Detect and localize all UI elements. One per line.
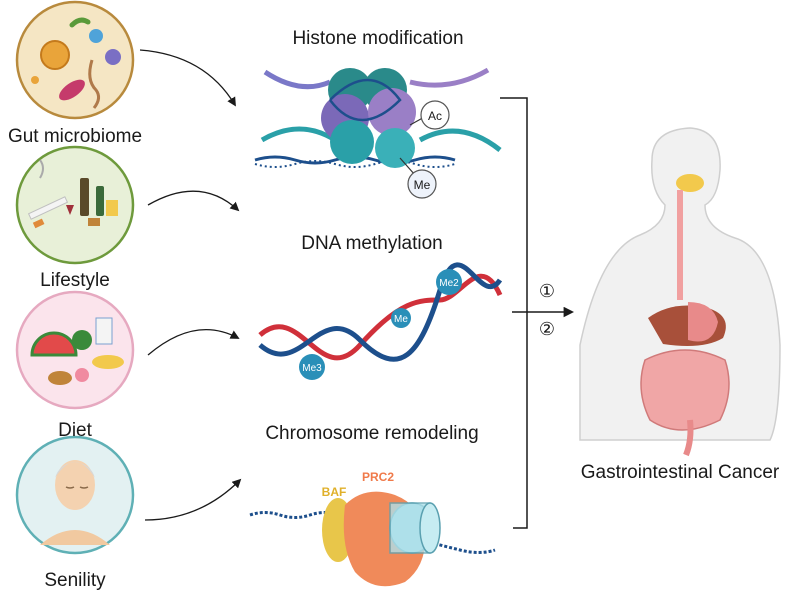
- senility-icon: [15, 435, 135, 555]
- chromosome-remodeling-illustration: [249, 491, 496, 587]
- factor-label-diet: Diet: [58, 420, 92, 441]
- factor-label-senility: Senility: [44, 570, 106, 591]
- mechanism-label-chromosome-remodeling: Chromosome remodeling: [265, 423, 479, 444]
- lifestyle-icon: [15, 145, 135, 265]
- pathway-marker-2: ②: [539, 319, 555, 339]
- outcome-label: Gastrointestinal Cancer: [580, 462, 780, 483]
- pathway-marker-1: ①: [539, 281, 555, 301]
- gut-microbiome-icon: [15, 0, 135, 120]
- tag-me-dna: Me: [394, 314, 408, 325]
- tag-ac: Ac: [428, 109, 442, 123]
- mechanism-label-dna-methylation: DNA methylation: [301, 233, 443, 254]
- tag-baf: BAF: [322, 485, 347, 499]
- mechanism-label-histone: Histone modification: [292, 28, 464, 49]
- factor-label-lifestyle: Lifestyle: [40, 270, 110, 291]
- convergence-bracket: [500, 97, 575, 529]
- tag-me-histone: Me: [414, 178, 431, 192]
- tag-me2: Me2: [439, 278, 459, 289]
- tag-me3: Me3: [302, 363, 322, 374]
- diet-icon: [15, 290, 135, 410]
- histone-illustration: [254, 67, 502, 199]
- human-body-illustration: [579, 127, 781, 457]
- factor-label-gut-microbiome: Gut microbiome: [7, 126, 143, 147]
- dna-methylation-illustration: [258, 262, 503, 380]
- tag-prc2: PRC2: [362, 470, 394, 484]
- factor-arrows: [139, 49, 242, 521]
